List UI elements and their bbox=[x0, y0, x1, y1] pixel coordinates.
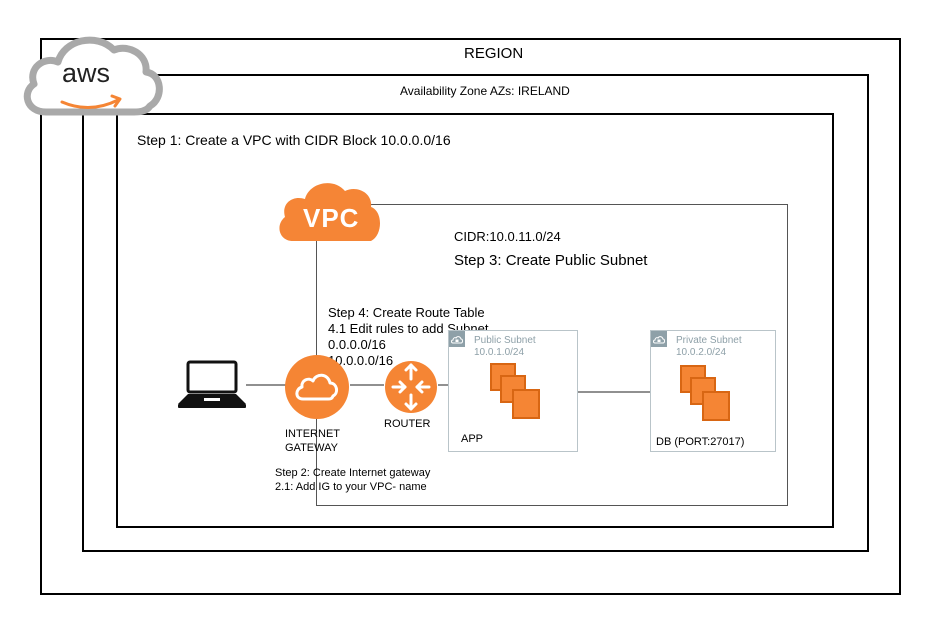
route-table-line-3: 0.0.0.0/16 bbox=[328, 337, 386, 352]
vpc-step-box bbox=[116, 113, 834, 528]
public-subnet-title: Public Subnet bbox=[474, 335, 536, 346]
private-subnet-lock-icon bbox=[651, 331, 667, 347]
vpc-boundary bbox=[316, 204, 788, 506]
route-table-line-1: Step 4: Create Route Table bbox=[328, 305, 485, 320]
internet-gateway-label-2: GATEWAY bbox=[285, 442, 338, 454]
db-instances-icon bbox=[680, 365, 736, 423]
aws-cloud-icon bbox=[23, 36, 163, 116]
region-box bbox=[40, 38, 901, 595]
internet-gateway-label-1: INTERNET bbox=[285, 428, 340, 440]
step2-line-1: Step 2: Create Internet gateway bbox=[275, 467, 431, 479]
availability-zone-label: Availability Zone AZs: IRELAND bbox=[400, 84, 570, 98]
router-label: ROUTER bbox=[384, 418, 431, 430]
app-label: APP bbox=[461, 433, 484, 445]
public-subnet-lock-icon bbox=[449, 331, 465, 347]
router-icon bbox=[383, 359, 439, 415]
app-instances-icon bbox=[490, 363, 546, 421]
vpc-cidr-label: CIDR:10.0.11.0/24 bbox=[454, 229, 561, 244]
vpc-icon-text: VPC bbox=[303, 203, 360, 233]
db-label: DB (PORT:27017) bbox=[656, 436, 745, 448]
step1-label: Step 1: Create a VPC with CIDR Block 10.… bbox=[137, 132, 451, 148]
route-table-line-4: 10.0.0.0/16 bbox=[328, 353, 394, 368]
vpc-icon: VPC bbox=[275, 177, 383, 243]
step3-label: Step 3: Create Public Subnet bbox=[454, 252, 648, 269]
laptop-icon bbox=[176, 360, 248, 412]
internet-gateway-icon bbox=[283, 353, 351, 421]
aws-logo: aws bbox=[18, 28, 166, 120]
aws-logo-text: aws bbox=[62, 58, 111, 88]
public-subnet-cidr: 10.0.1.0/24 bbox=[474, 347, 525, 358]
region-label: REGION bbox=[464, 45, 524, 62]
private-subnet-cidr: 10.0.2.0/24 bbox=[676, 347, 727, 358]
private-subnet-title: Private Subnet bbox=[676, 335, 742, 346]
availability-zone-box bbox=[82, 74, 869, 552]
step2-line-2: 2.1: Add IG to your VPC- name bbox=[275, 481, 427, 493]
vpc-cloud-icon bbox=[279, 183, 380, 241]
